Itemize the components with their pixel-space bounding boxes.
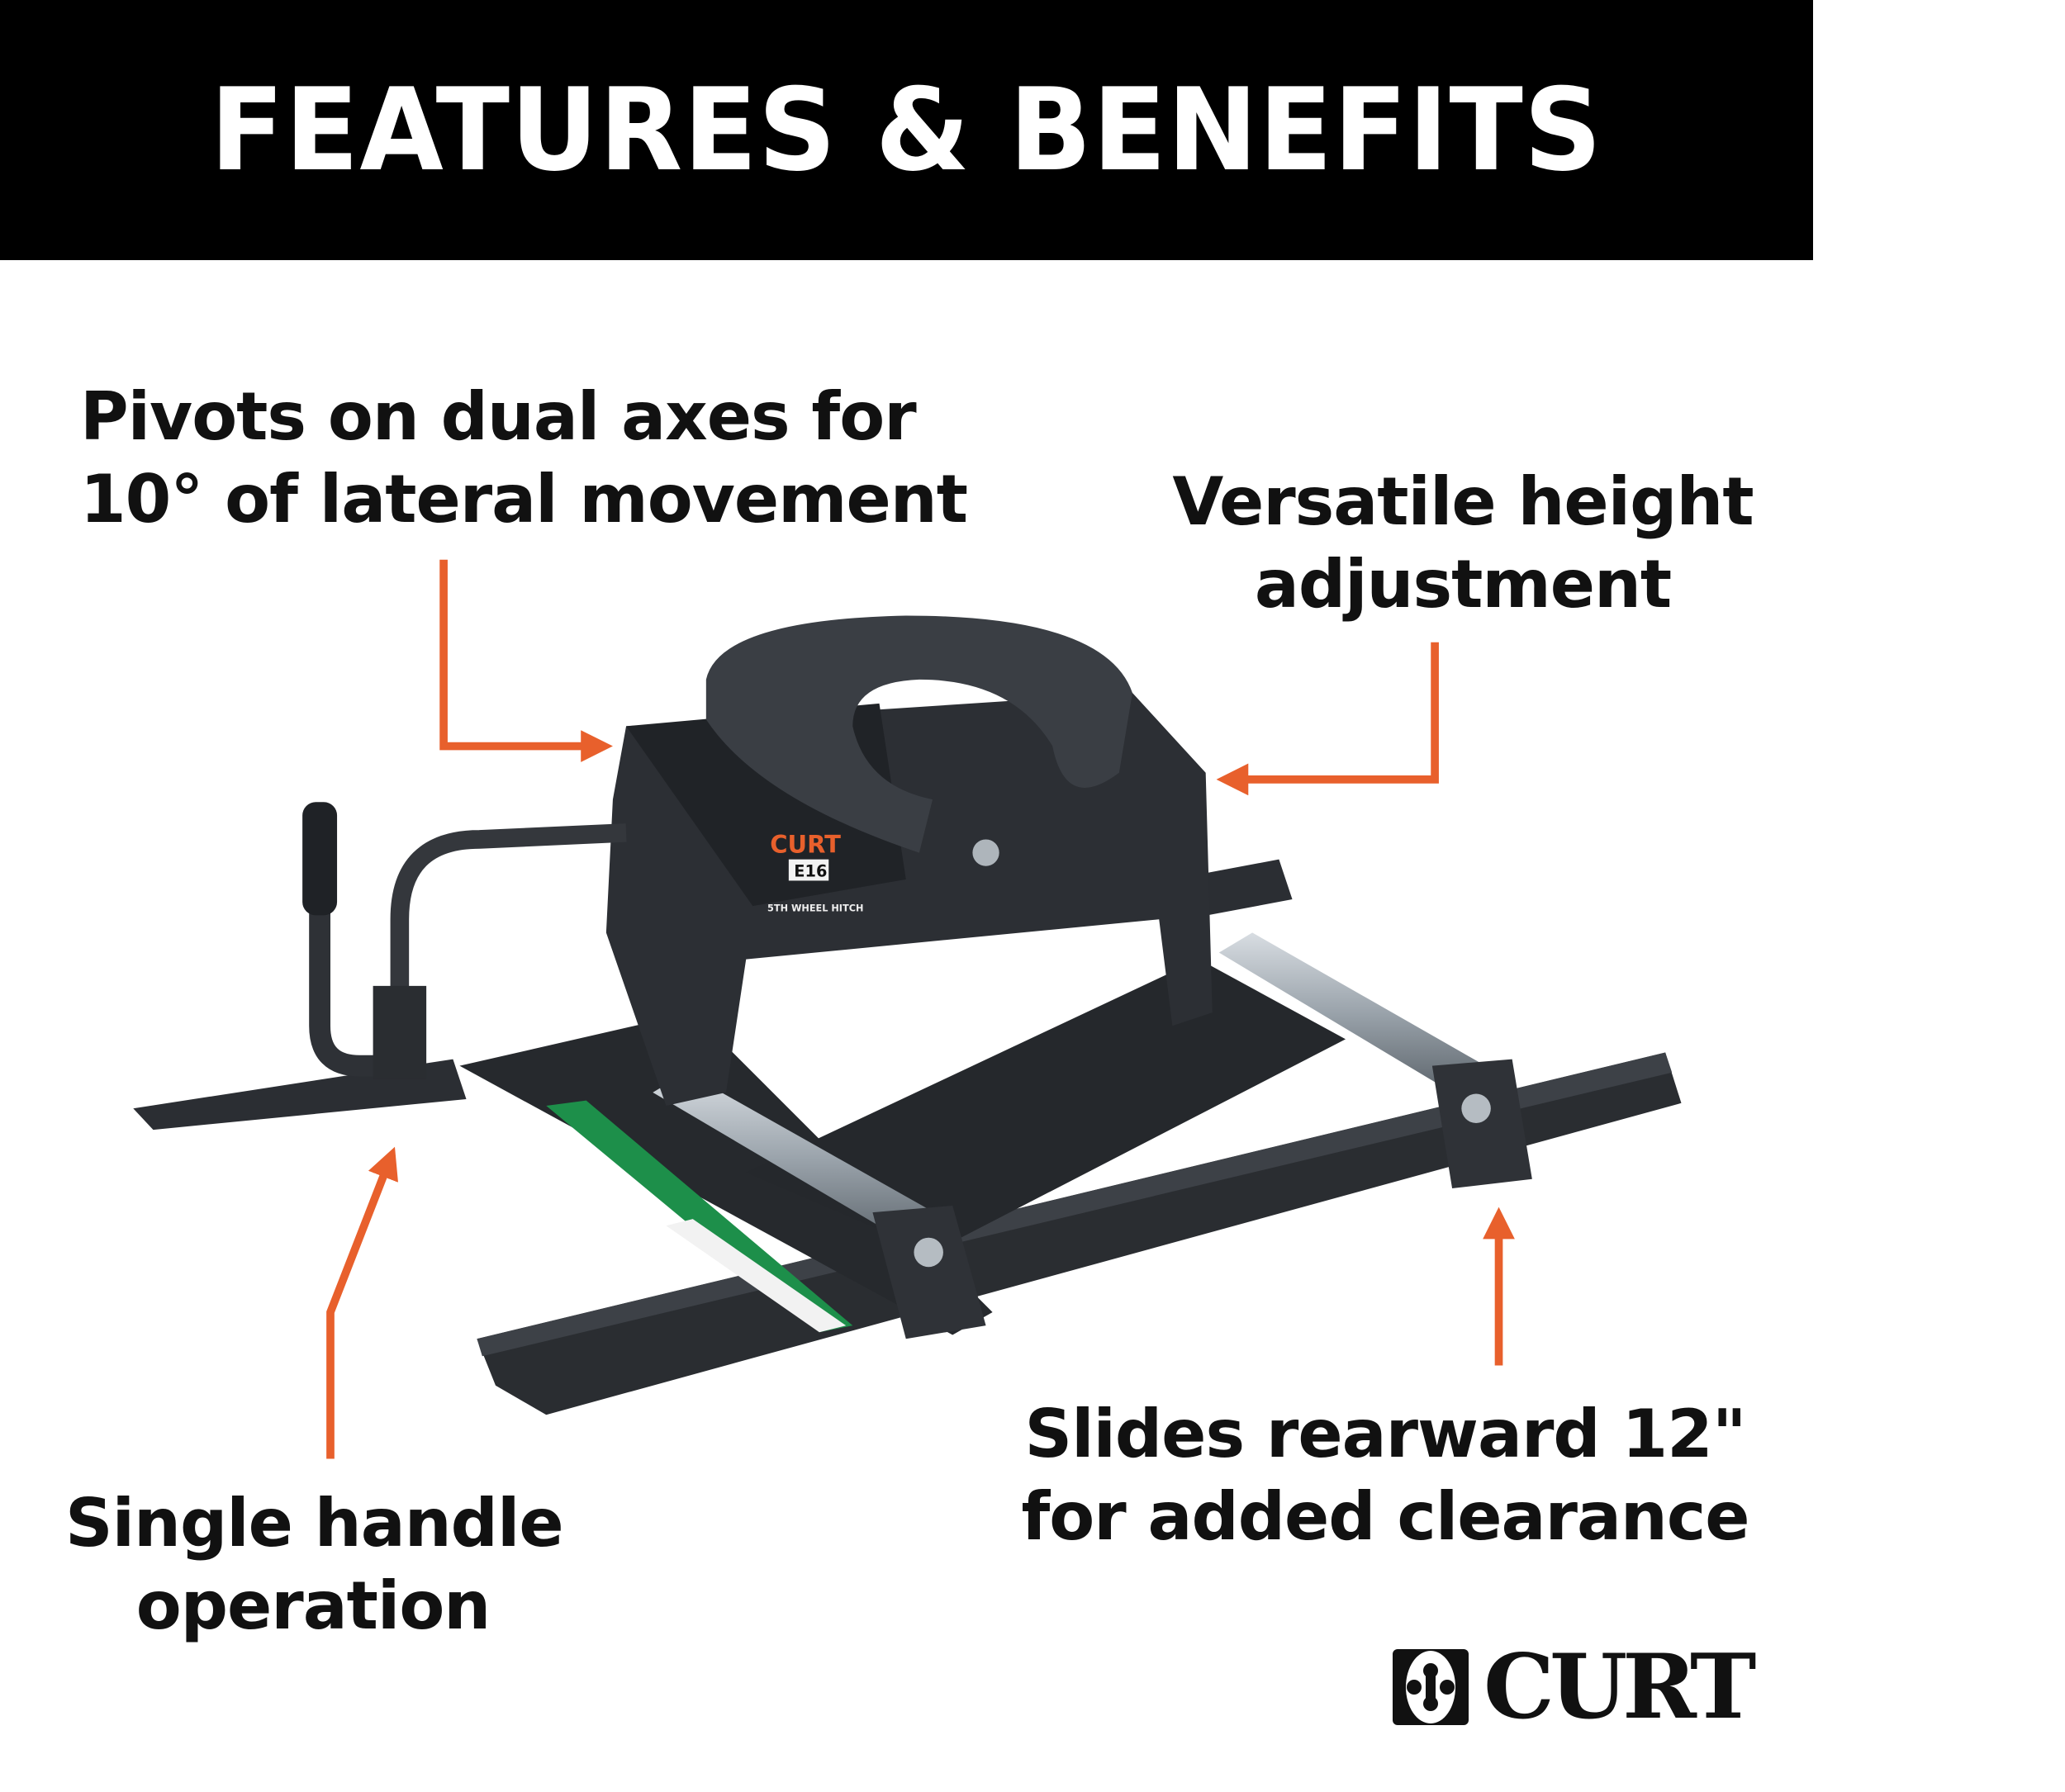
callout-handle: Single handle operation [65, 1482, 564, 1647]
callout-slides: Slides rearward 12" for added clearance [1014, 1393, 1757, 1558]
product-brand-label: CURT [770, 831, 841, 859]
arrow-pivots [439, 559, 613, 762]
arrow-handle [326, 1146, 398, 1459]
curt-logo-text: CURT [1483, 1634, 1756, 1739]
callout-handle-line2: operation [135, 1567, 491, 1644]
curt-logo: CURT [1393, 1643, 1756, 1732]
handle [302, 802, 627, 1079]
callout-pivots: Pivots on dual axes for 10° of lateral m… [80, 376, 968, 541]
callout-height-line1: Versatile height [1172, 463, 1754, 540]
arrow-height [1216, 642, 1439, 796]
callout-slides-line2: for added clearance [1021, 1478, 1749, 1555]
callout-pivots-line1: Pivots on dual axes for [80, 378, 917, 455]
callout-height: Versatile height adjustment [1132, 461, 1793, 626]
slide-cylinders [653, 932, 1532, 1339]
product-type-label: 5TH WHEEL HITCH [767, 903, 863, 914]
curt-logo-mark-icon [1393, 1648, 1469, 1725]
callout-handle-line1: Single handle [65, 1485, 564, 1562]
page-title: FEATURES & BENEFITS [210, 64, 1603, 197]
callout-slides-line1: Slides rearward 12" [1024, 1396, 1746, 1472]
side-frame [459, 959, 1346, 1335]
arrows [326, 559, 1515, 1459]
callout-pivots-line2: 10° of lateral movement [80, 461, 968, 538]
callout-height-line2: adjustment [1254, 546, 1672, 623]
product-model-label: E16 [794, 862, 827, 881]
hitch-head: CURT E16 5TH WHEEL HITCH [605, 615, 1213, 1107]
header-banner: FEATURES & BENEFITS [0, 0, 1813, 260]
